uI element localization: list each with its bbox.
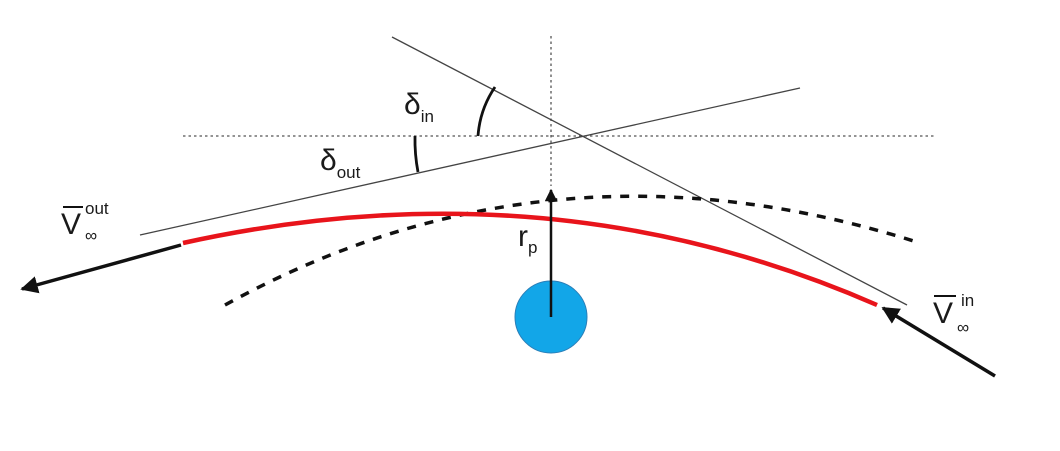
delta-in-angle-arc (476, 86, 497, 137)
delta-out-angle-arc (413, 135, 420, 173)
v-out-symbol: V (61, 208, 81, 241)
v-in-symbol: V (933, 297, 953, 330)
v-in-superscript: in (961, 291, 974, 310)
v-out-subscript: ∞ (85, 226, 97, 245)
v-out-label: V out ∞ (61, 199, 109, 245)
incoming-asymptote-line (391, 36, 908, 306)
v-in-label: V in ∞ (933, 291, 974, 337)
flyby-trajectory (182, 211, 878, 308)
delta-out-label: δout (320, 144, 361, 182)
periapsis-radius-label: rp (518, 220, 537, 257)
v-out-superscript: out (85, 199, 109, 218)
v-in-subscript: ∞ (957, 318, 969, 337)
delta-in-label: δin (404, 88, 434, 126)
v-out-arrow (20, 243, 182, 294)
outgoing-asymptote-line (139, 87, 801, 236)
v-in-arrow (881, 306, 996, 378)
